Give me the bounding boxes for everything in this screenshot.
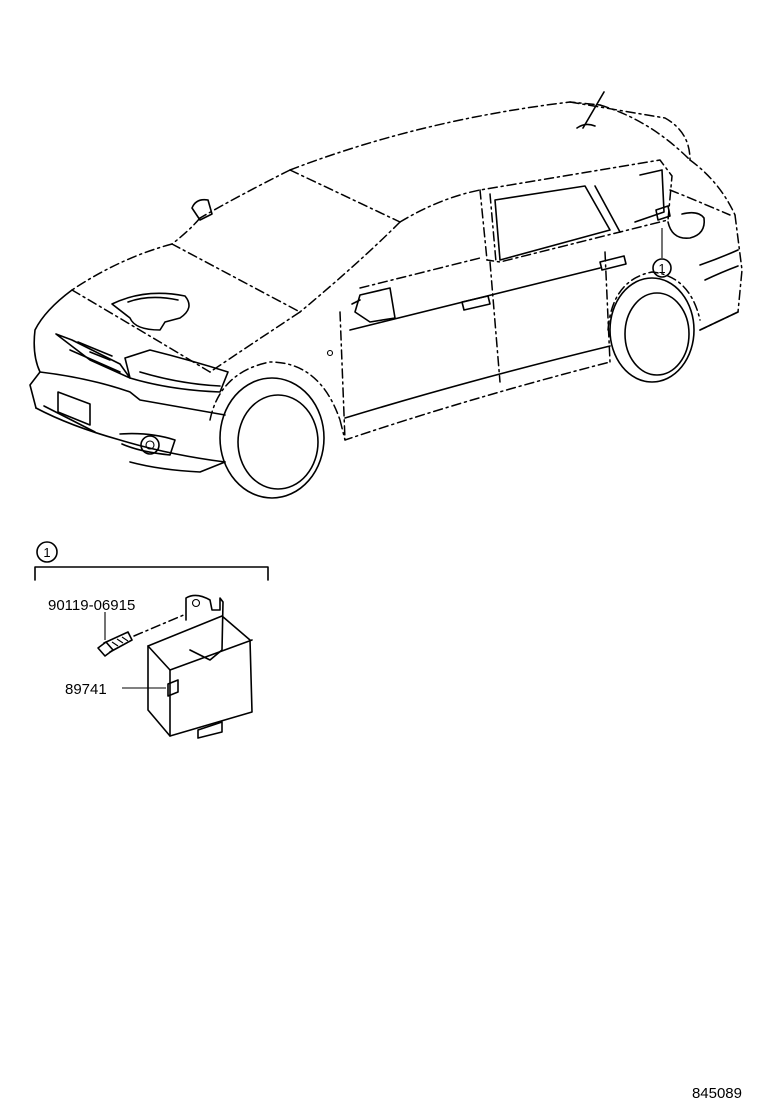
figure-id: 845089 (692, 1085, 742, 1102)
part-group-1: 1 90119-06915 89741 (34, 541, 269, 739)
car-callout-label: 1 (658, 261, 665, 276)
part-number-module: 89741 (65, 681, 107, 698)
car-illustration: 1 (29, 91, 743, 499)
group-reference-label: 1 (43, 545, 50, 560)
bracket-icon (185, 594, 224, 661)
bolt-icon (97, 613, 187, 657)
part-number-bolt: 90119-06915 (48, 597, 135, 614)
module-icon (147, 615, 253, 739)
